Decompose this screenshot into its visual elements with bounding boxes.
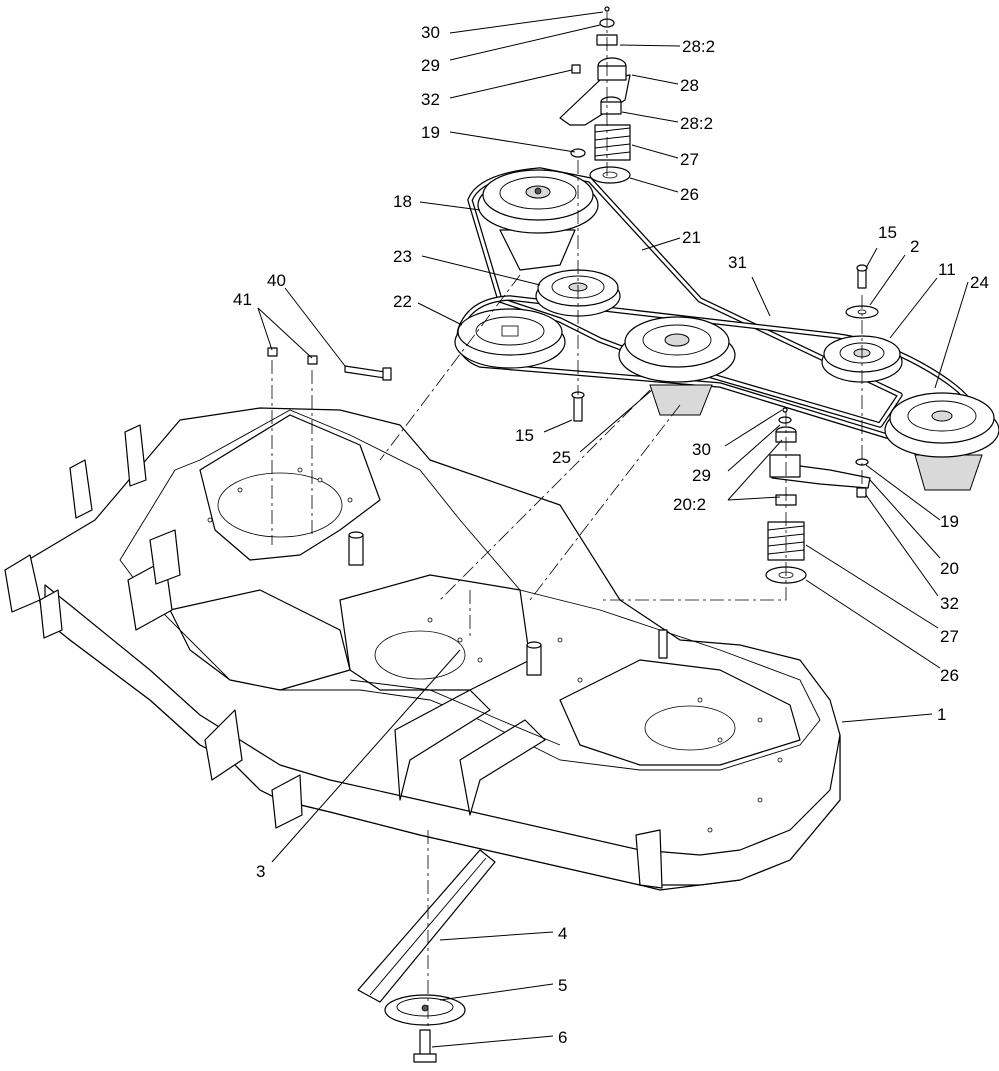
washer-19-top [570,148,586,158]
blade-hub [384,994,466,1026]
callout-23: 23 [393,247,412,266]
callout-27a: 27 [680,150,699,169]
callout-28-2b: 28:2 [680,114,713,133]
callout-2: 2 [910,237,919,256]
callout-32a: 32 [421,90,440,109]
callout-40: 40 [267,271,286,290]
callout-labels: 30 29 28:2 28 32 28:2 19 27 26 18 21 15 … [233,23,989,1047]
ring-30-mid [782,407,788,413]
callout-19b: 19 [940,512,959,531]
blade-bolt [413,1029,437,1063]
callout-24: 24 [970,273,989,292]
callout-29b: 29 [692,466,711,485]
callout-15b: 15 [515,426,534,445]
callout-30a: 30 [421,23,440,42]
callout-25: 25 [552,448,571,467]
ring-30-top [604,6,610,12]
blade [357,849,496,1003]
callout-31: 31 [728,253,747,272]
callout-19a: 19 [421,123,440,142]
callout-6: 6 [558,1028,567,1047]
drive-pulley-22 [454,308,566,369]
washer-29-mid [778,416,792,424]
callout-29a: 29 [421,56,440,75]
nut-41-a [267,347,278,357]
spring-27-top [594,124,631,161]
bushing-28-2-lower [600,96,622,115]
callout-28: 28 [680,76,699,95]
washer-26-top [589,166,631,184]
callout-26a: 26 [680,185,699,204]
idler-arm-28 [559,57,631,126]
callout-41: 41 [233,290,252,309]
callout-15a: 15 [878,223,897,242]
spindle-pulley-25 [618,316,736,416]
callout-20-2: 20:2 [673,495,706,514]
nut-32-mid [856,487,867,498]
callout-27b: 27 [940,627,959,646]
bolt-15-right [856,264,868,289]
callout-21: 21 [682,228,701,247]
callout-3: 3 [256,862,265,881]
callout-4: 4 [558,924,567,943]
bolt-15-lower [571,391,585,422]
callout-11: 11 [938,260,956,279]
callout-1: 1 [937,705,946,724]
callout-5: 5 [558,976,567,995]
bolt-40 [344,365,392,381]
callout-26b: 26 [940,666,959,685]
callout-32b: 32 [940,594,959,613]
callout-20: 20 [940,559,959,578]
nut-32-top [571,64,581,74]
spindle-pulley-18 [477,169,599,271]
callout-28-2a: 28:2 [682,37,715,56]
callout-22: 22 [393,292,412,311]
deck-housing [4,407,841,891]
callout-18: 18 [393,192,412,211]
spindle-pulley-24 [884,392,999,491]
alignment-lines [271,12,863,1030]
leader-lines [257,11,969,1048]
nut-41-b [307,355,318,365]
idler-arm-20 [769,454,871,489]
callout-30b: 30 [692,440,711,459]
